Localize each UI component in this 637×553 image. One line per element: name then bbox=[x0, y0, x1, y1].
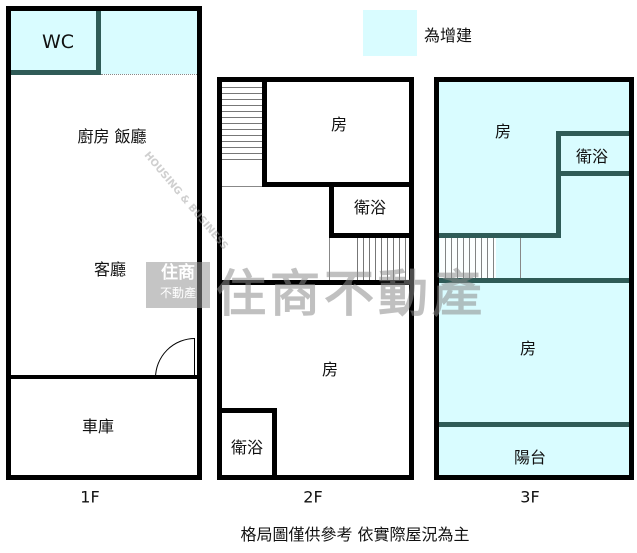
room-bedroom: 房 bbox=[494, 122, 512, 141]
staircase bbox=[222, 82, 262, 164]
floor1-addition-area bbox=[11, 11, 197, 74]
room-bedroom: 房 bbox=[330, 115, 348, 134]
footer-note: 格局圖僅供參考 依實際屋況為主 bbox=[240, 525, 470, 544]
watermark-logo: 住商 不動產 bbox=[146, 262, 210, 308]
wall bbox=[222, 280, 409, 285]
watermark-logo-bottom: 不動產 bbox=[159, 286, 196, 300]
wall bbox=[222, 408, 276, 413]
door-icon bbox=[194, 338, 195, 378]
legend-label: 為增建 bbox=[423, 26, 473, 45]
room-bath: 衛浴 bbox=[230, 438, 264, 457]
floor2-label: 2F bbox=[303, 487, 323, 507]
staircase bbox=[352, 238, 409, 280]
wall bbox=[262, 82, 267, 186]
room-kitchen-dining: 廚房 飯廳 bbox=[77, 127, 147, 146]
wall bbox=[272, 408, 277, 475]
wall bbox=[556, 131, 561, 238]
wc-wall bbox=[11, 70, 100, 75]
stair-landing-line bbox=[222, 186, 262, 187]
watermark-text: 住商不動產 bbox=[216, 265, 486, 323]
wall bbox=[439, 233, 561, 238]
garage-wall bbox=[11, 375, 197, 379]
room-living: 客廳 bbox=[93, 260, 127, 279]
floor2-outline bbox=[217, 77, 414, 480]
addition-boundary bbox=[101, 74, 197, 75]
room-wc: WC bbox=[41, 31, 75, 53]
room-bath: 衛浴 bbox=[575, 147, 609, 166]
floor1-label: 1F bbox=[80, 487, 100, 507]
wall bbox=[439, 422, 629, 427]
wall bbox=[262, 182, 409, 187]
room-bath: 衛浴 bbox=[353, 198, 387, 217]
room-bedroom: 房 bbox=[519, 339, 537, 358]
floor3-label: 3F bbox=[520, 487, 540, 507]
room-garage: 車庫 bbox=[81, 417, 115, 436]
wc-wall bbox=[96, 11, 101, 75]
wall bbox=[556, 171, 629, 176]
room-bedroom: 房 bbox=[321, 360, 339, 379]
watermark-logo-top: 住商 bbox=[161, 263, 195, 283]
floor1-outline bbox=[6, 6, 202, 480]
staircase bbox=[440, 238, 496, 278]
wall bbox=[439, 278, 629, 283]
wall bbox=[329, 187, 334, 237]
wall bbox=[556, 131, 629, 136]
stair-line bbox=[329, 238, 330, 280]
wall bbox=[329, 233, 409, 238]
stair-line bbox=[520, 238, 521, 278]
legend-swatch bbox=[363, 10, 417, 56]
room-balcony: 陽台 bbox=[513, 448, 547, 467]
